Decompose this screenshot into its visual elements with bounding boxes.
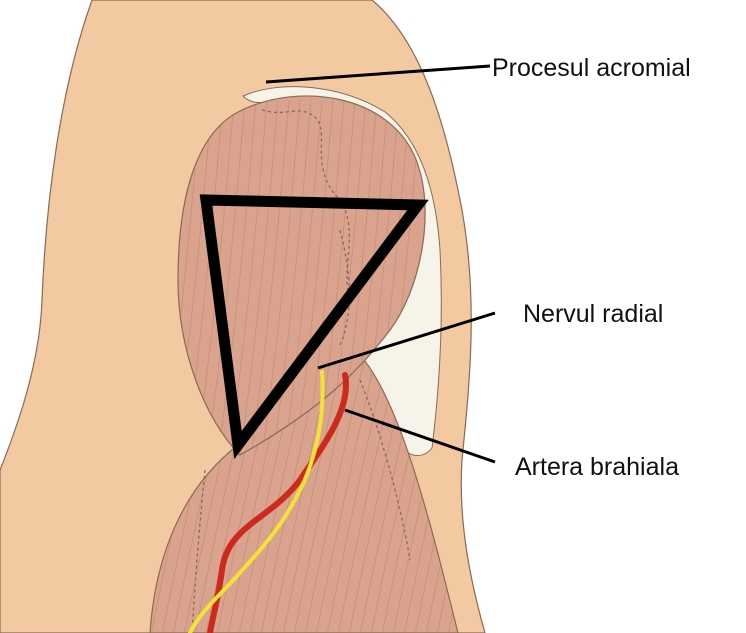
label-acromial-process: Procesul acromial bbox=[492, 56, 691, 81]
label-radial-nerve: Nervul radial bbox=[523, 302, 663, 327]
triceps-fiber bbox=[469, 360, 529, 633]
label-brachial-artery: Artera brahiala bbox=[515, 455, 679, 480]
